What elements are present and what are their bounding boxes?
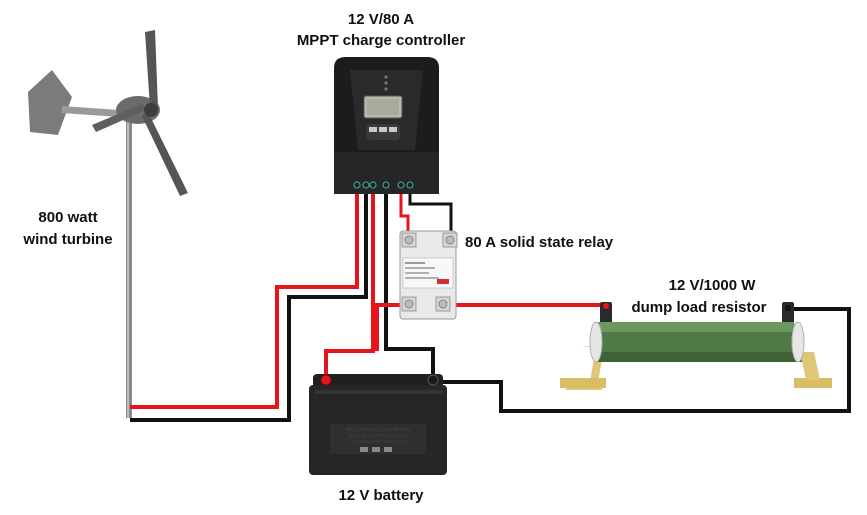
battery-lid bbox=[313, 374, 443, 388]
turbine-positive-wire bbox=[130, 194, 359, 409]
turbine-negative-wire bbox=[130, 194, 368, 422]
dump-load-resistor-icon bbox=[560, 302, 832, 390]
battery-positive-wire bbox=[324, 194, 375, 378]
svg-text:Valve Regulated Lead Acid: Valve Regulated Lead Acid bbox=[348, 433, 408, 439]
turbine-blade bbox=[145, 30, 158, 108]
resistor-label-line2: dump load resistor bbox=[631, 299, 766, 316]
solid-state-relay-icon bbox=[399, 230, 458, 320]
resistor-left-lug bbox=[600, 302, 612, 326]
turbine-label-line2: wind turbine bbox=[22, 231, 112, 248]
turbine-label-line1: 800 watt bbox=[38, 209, 97, 226]
wind-turbine-icon bbox=[28, 30, 188, 418]
relay-terminals bbox=[401, 232, 458, 312]
relay-control-negative-wire bbox=[408, 194, 453, 242]
controller-label-line1: 12 V/80 A bbox=[348, 11, 414, 28]
svg-text:RB12-80 Deep Cycle Battery: RB12-80 Deep Cycle Battery bbox=[346, 427, 411, 433]
turbine-hub bbox=[144, 103, 158, 117]
battery-icon: RB12-80 Deep Cycle Battery Valve Regulat… bbox=[309, 374, 447, 475]
battery-negative-terminal bbox=[427, 374, 439, 386]
controller-label-line2: MPPT charge controller bbox=[297, 32, 466, 49]
turbine-blade bbox=[142, 112, 188, 196]
resistor-to-battery-negative-wire bbox=[433, 307, 851, 413]
resistor-bracket-right bbox=[794, 378, 832, 388]
svg-text:Use on vented enclosure: Use on vented enclosure bbox=[350, 439, 406, 445]
relay-label: 80 A solid state relay bbox=[465, 234, 614, 251]
turbine-tail-vane bbox=[28, 70, 72, 135]
battery-label: 12 V battery bbox=[338, 487, 424, 504]
controller-terminals bbox=[353, 181, 414, 189]
turbine-blade bbox=[92, 104, 146, 132]
resistor-label-line1: 12 V/1000 W bbox=[669, 277, 757, 294]
relay-to-battery-positive-wire bbox=[375, 303, 408, 351]
wires bbox=[130, 194, 851, 422]
battery-negative-wire bbox=[384, 194, 435, 378]
battery-positive-terminal bbox=[320, 374, 332, 386]
charge-controller-icon bbox=[334, 57, 439, 194]
